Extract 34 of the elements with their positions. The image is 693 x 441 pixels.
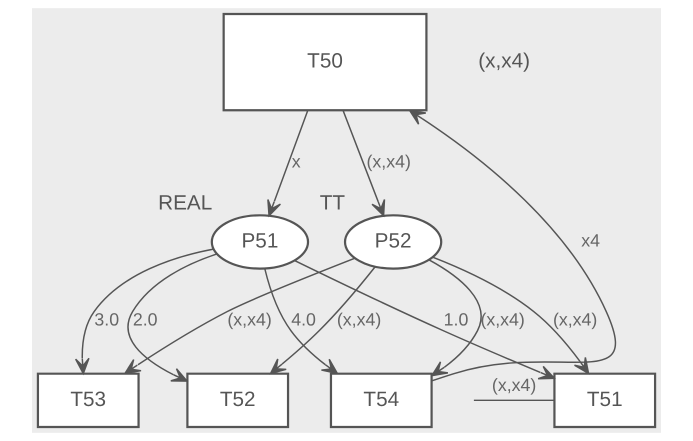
arrow bbox=[432, 256, 590, 374]
edge-label: (x,x4) bbox=[227, 310, 272, 330]
node-box: T52 bbox=[186, 372, 290, 428]
arrow bbox=[127, 253, 218, 382]
arrow bbox=[294, 260, 556, 380]
node-label: REAL bbox=[158, 192, 212, 215]
label: (x,x4) bbox=[478, 50, 530, 73]
node-box: T53 bbox=[36, 372, 140, 428]
edge-label: (x,x4) bbox=[366, 151, 411, 172]
connector bbox=[474, 400, 554, 402]
edge-label: 3.0 bbox=[94, 310, 120, 330]
node-ellipse: P52 bbox=[344, 214, 442, 270]
edge-label: 4.0 bbox=[291, 310, 316, 330]
edge-label: (x,x4) bbox=[336, 310, 382, 330]
node-box: T54 bbox=[330, 372, 433, 428]
arrow bbox=[409, 110, 616, 382]
arrow bbox=[428, 259, 482, 376]
edge-label: (x,x4) bbox=[552, 310, 598, 330]
edge-label: x bbox=[292, 151, 301, 172]
edge-label: x4 bbox=[581, 230, 600, 251]
edge-label: (x,x4) bbox=[480, 310, 525, 330]
node-box: T50 bbox=[222, 12, 428, 112]
edge-label: (x,x4) bbox=[492, 374, 536, 395]
arrow bbox=[342, 110, 386, 216]
arrow bbox=[74, 248, 214, 374]
node-ellipse: P51 bbox=[210, 214, 310, 270]
arrow bbox=[270, 266, 376, 374]
arrow bbox=[264, 268, 338, 374]
edge-label: 1.0 bbox=[444, 310, 468, 330]
arrow bbox=[267, 110, 308, 216]
node-box: T51 bbox=[553, 372, 656, 428]
node-label: TT bbox=[320, 192, 346, 215]
edge-label: 2.0 bbox=[132, 310, 158, 330]
arrow bbox=[124, 258, 356, 374]
